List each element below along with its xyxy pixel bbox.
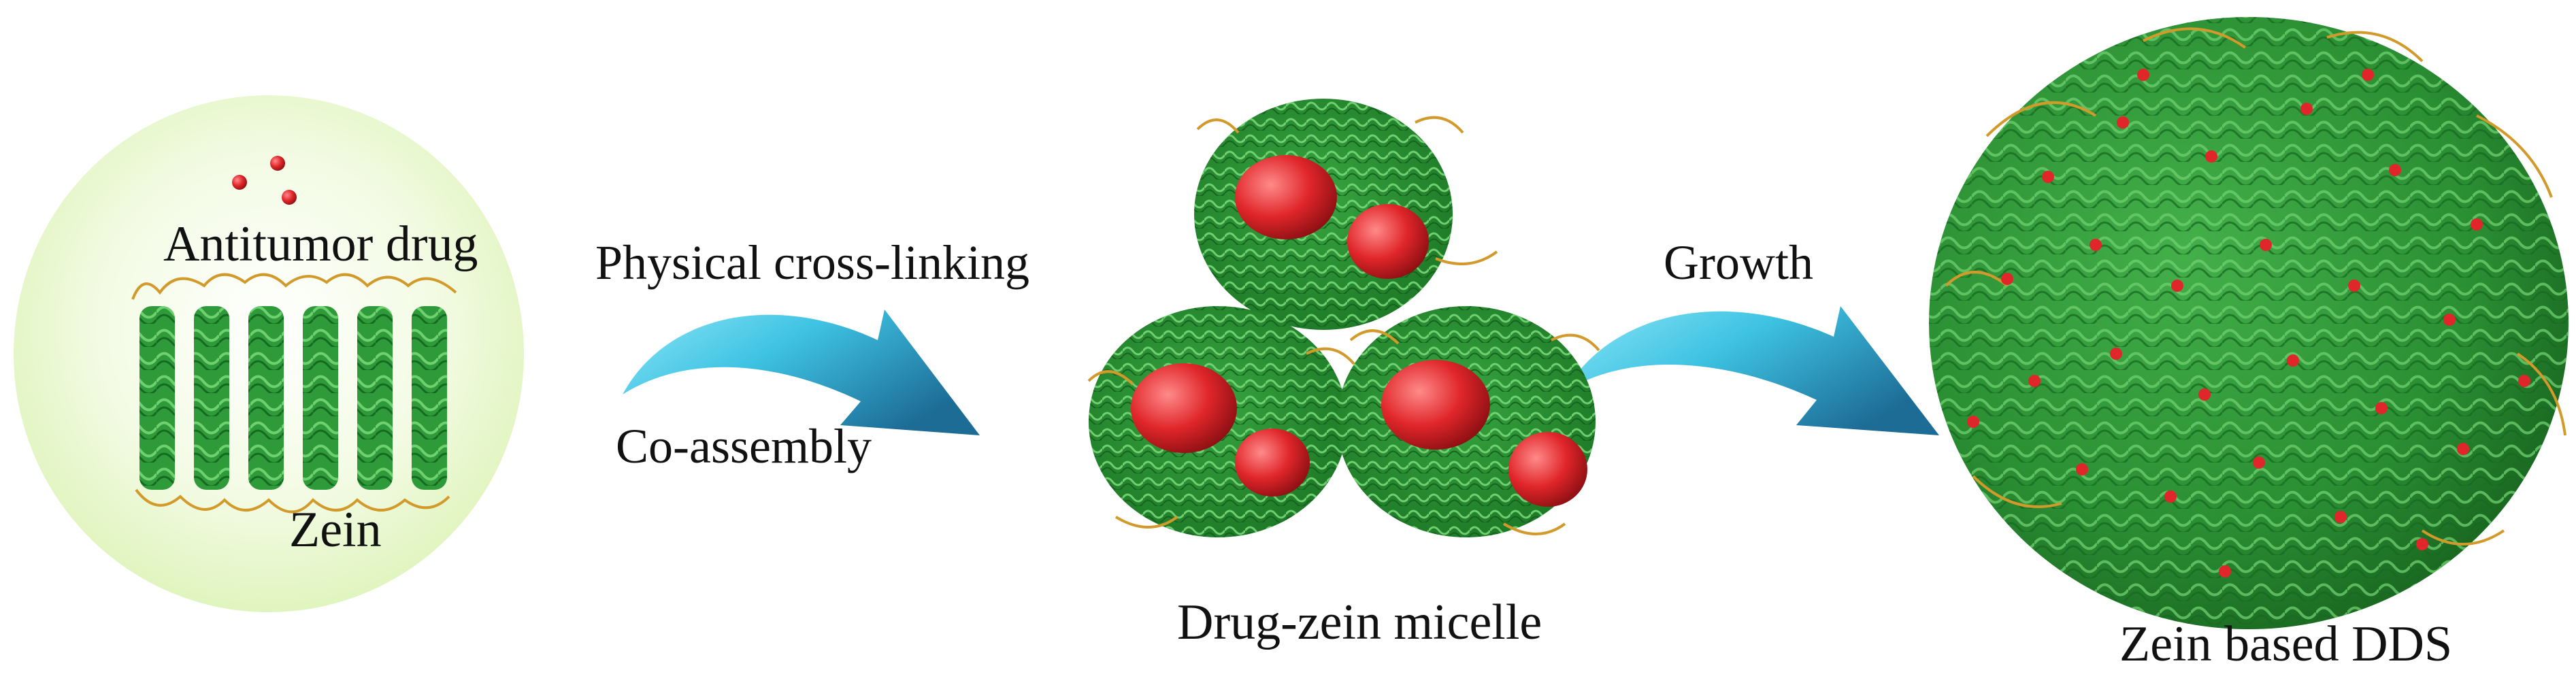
antitumor-drug-dots xyxy=(232,156,297,205)
zein-dds-sphere xyxy=(1929,17,2569,629)
co-assembly-label: Co-assembly xyxy=(616,419,872,473)
zein-based-dds-label: Zein based DDS xyxy=(2119,616,2453,672)
antitumor-drug-label: Antitumor drug xyxy=(163,216,478,272)
zein-label: Zein xyxy=(289,502,382,558)
growth-arrow xyxy=(1565,306,1939,435)
physical-cross-linking-label: Physical cross-linking xyxy=(595,235,1029,290)
zein-helix-bundle xyxy=(131,273,457,514)
drug-zein-micelle-label: Drug-zein micelle xyxy=(1177,595,1542,650)
assembly-arrow xyxy=(623,310,980,435)
drug-zein-micelle-cluster xyxy=(1087,99,1600,537)
growth-label: Growth xyxy=(1664,235,1813,290)
